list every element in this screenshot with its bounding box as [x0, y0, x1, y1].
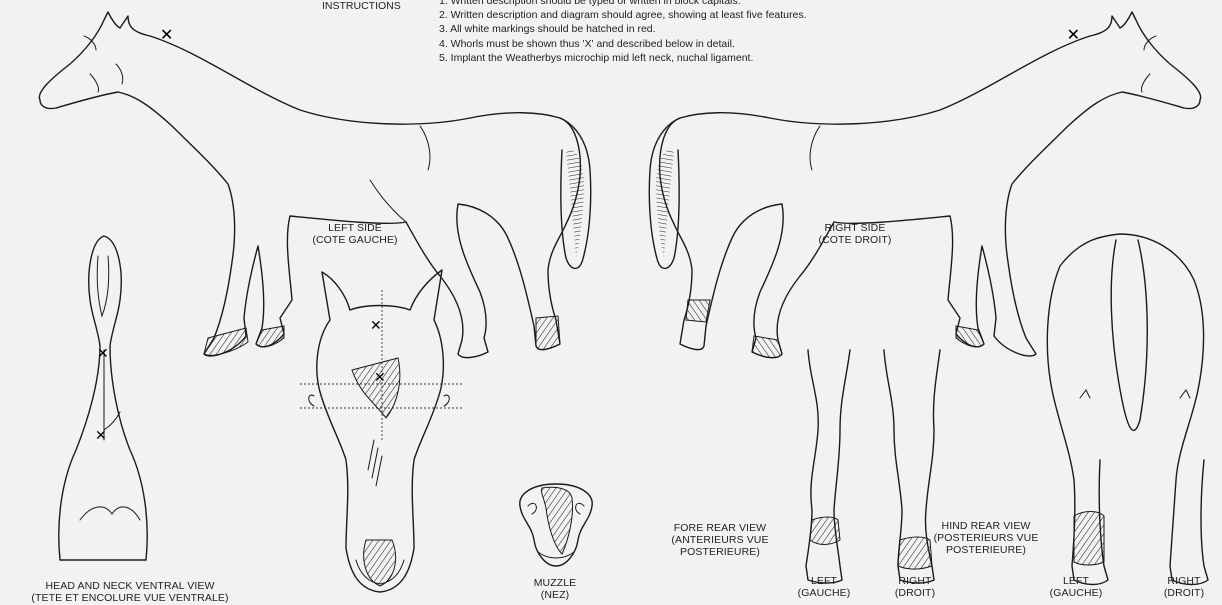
- head-neck-ventral-view: ✕ ✕: [59, 236, 147, 560]
- instruction-item: 1. Written description should be typed o…: [439, 0, 807, 8]
- instruction-item: 3. All white markings should be hatched …: [439, 22, 807, 36]
- forehead-whorl-upper-icon: ✕: [370, 317, 382, 333]
- instructions-list: 1. Written description should be typed o…: [439, 0, 807, 65]
- instruction-item: 2. Written description and diagram shoul…: [439, 8, 807, 22]
- instruction-item: 5. Implant the Weatherbys microchip mid …: [439, 51, 807, 65]
- instructions-heading: INSTRUCTIONS: [322, 0, 401, 12]
- hind-rear-view-label: HIND REAR VIEW (POSTERIEURS VUE POSTERIE…: [926, 520, 1046, 556]
- ventral-whorl-upper-icon: ✕: [97, 345, 109, 361]
- fore-rear-view-legs: [806, 350, 940, 583]
- front-head-view: ✕ ✕: [300, 270, 462, 592]
- hind-tail: [1111, 240, 1147, 430]
- head-neck-ventral-label: HEAD AND NECK VENTRAL VIEW (TETE ET ENCO…: [0, 580, 260, 604]
- ventral-whorl-lower-icon: ✕: [95, 427, 107, 443]
- fore-left-leg-label: LEFT (GAUCHE): [788, 575, 860, 599]
- muzzle-view: [520, 484, 592, 566]
- hind-right-leg-label: RIGHT (DROIT): [1150, 575, 1218, 599]
- fore-rear-view-label: FORE REAR VIEW (ANTERIEURS VUE POSTERIEU…: [660, 522, 780, 558]
- left-horse-whorl-poll-icon: ✕: [160, 27, 173, 44]
- muzzle-label: MUZZLE (NEZ): [520, 577, 590, 601]
- forehead-whorl-lower-icon: ✕: [374, 369, 386, 385]
- hind-left-leg-label: LEFT (GAUCHE): [1040, 575, 1112, 599]
- right-side-label: RIGHT SIDE (COTE DROIT): [800, 222, 910, 246]
- left-side-label: LEFT SIDE (COTE GAUCHE): [300, 222, 410, 246]
- fore-right-leg-label: RIGHT (DROIT): [880, 575, 950, 599]
- instruction-item: 4. Whorls must be shown thus 'X' and des…: [439, 37, 807, 51]
- svg-text:✕: ✕: [1067, 27, 1080, 44]
- hind-rear-view: [1047, 234, 1208, 585]
